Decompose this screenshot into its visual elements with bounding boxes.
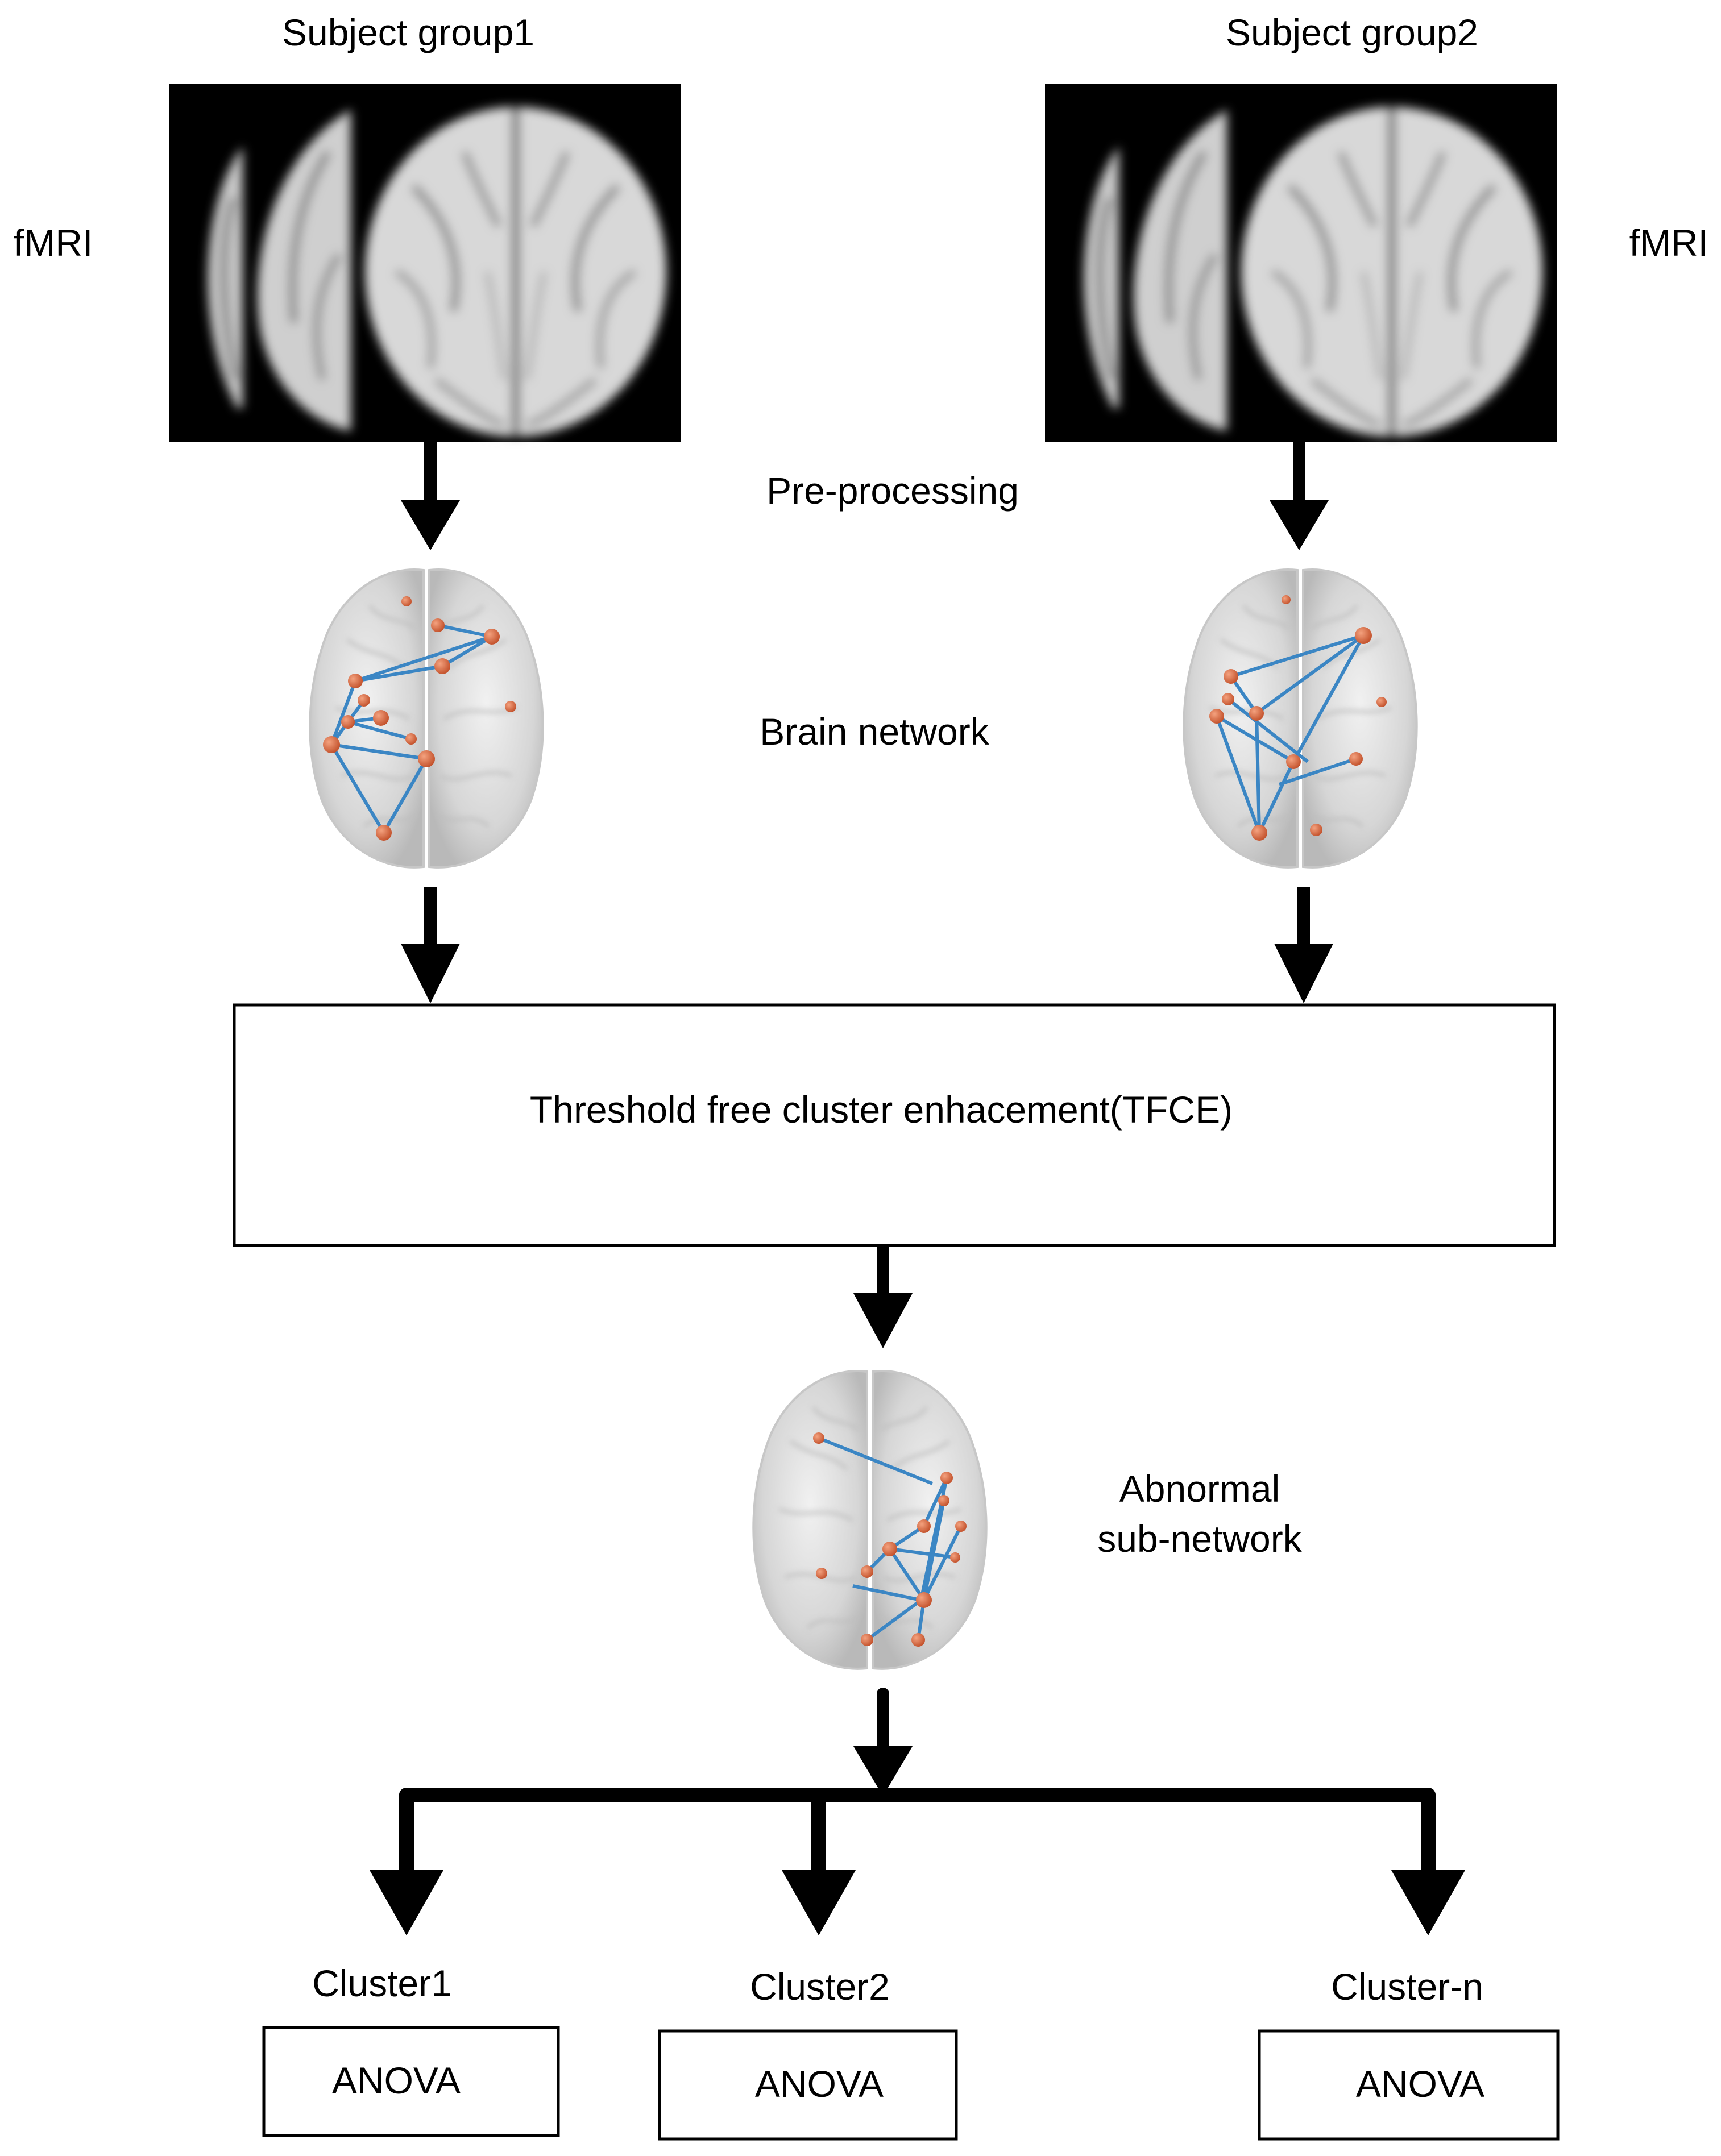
abnormal-subnetwork-brain [753,1371,986,1669]
brain-network-group2 [1184,570,1416,867]
cluster-n-label: Cluster-n [1331,1966,1483,2008]
mri-image-group1 [169,84,681,442]
cluster2-anova-label: ANOVA [755,2063,884,2105]
cluster2-label: Cluster2 [750,1966,890,2008]
abnormal-label-line2: sub-network [1097,1518,1302,1560]
subnetwork-nodes [813,1432,967,1647]
arrow-preprocess-group1 [401,442,460,550]
cluster-n-anova-box [1258,2029,1560,2141]
cluster2-anova-box [658,2029,958,2141]
brain-network-group1 [310,570,542,867]
arrow-preprocess-group2 [1270,442,1329,550]
group2-title: Subject group2 [1226,11,1478,53]
cluster-n-anova-label: ANOVA [1356,2063,1484,2105]
cluster1-anova-box [262,2026,560,2137]
tfce-box [233,1003,1556,1247]
group1-title: Subject group1 [282,11,534,53]
network-edges-group2 [1215,634,1365,834]
arrow-network-to-tfce-group2 [1274,887,1333,1003]
brain-network-label: Brain network [760,711,990,753]
cluster1-label: Cluster1 [312,1962,452,2004]
tfce-label: Threshold free cluster enhacement(TFCE) [530,1089,1233,1131]
arrow-network-to-tfce-group1 [401,887,460,1003]
network-nodes-group1 [323,596,516,841]
abnormal-label-line1: Abnormal [1119,1468,1280,1510]
preprocessing-label: Pre-processing [766,470,1019,512]
group1-modality-label: fMRI [14,222,93,264]
cluster1-anova-label: ANOVA [332,2059,461,2101]
network-nodes-group2 [1209,595,1387,841]
arrow-split-to-clusters [370,1688,1465,1935]
arrow-tfce-to-subnetwork [853,1247,913,1348]
group2-modality-label: fMRI [1629,222,1708,264]
mri-image-group2 [1045,84,1557,442]
